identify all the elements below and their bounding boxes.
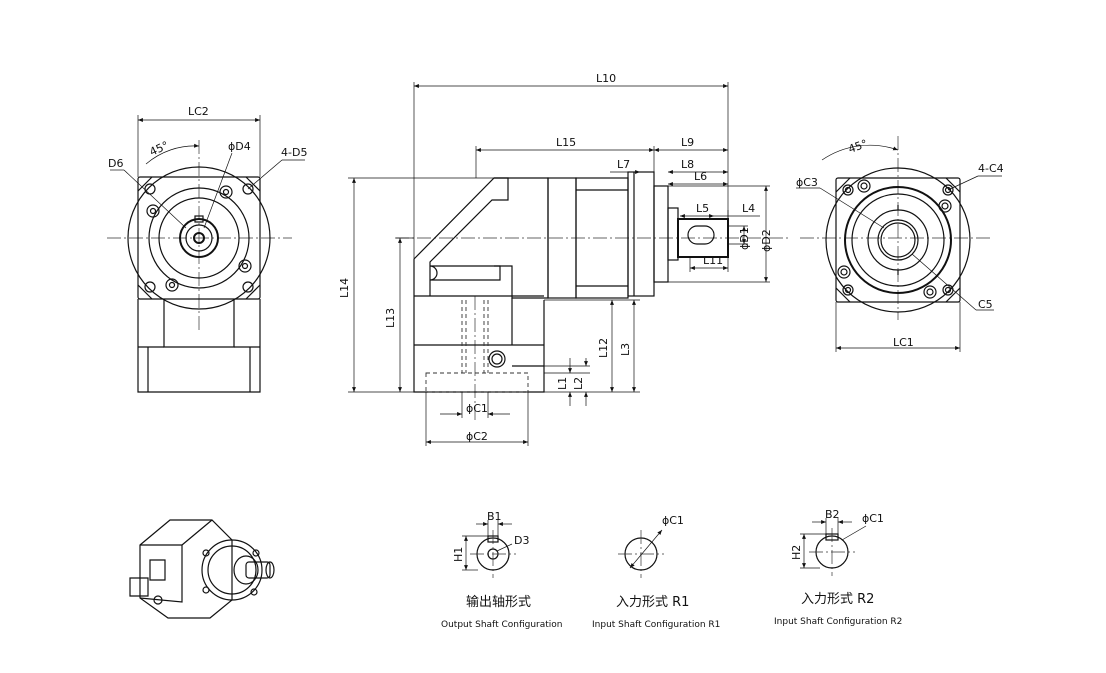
detail-b1: B1	[487, 510, 502, 523]
dim-c1: ϕC1	[466, 402, 488, 415]
dim-angle-input: 45°	[847, 137, 870, 156]
dim-l15: L15	[556, 136, 576, 149]
caption-output-cn: 输出轴形式	[466, 594, 531, 610]
dim-l10: L10	[596, 72, 616, 85]
dim-d2: ϕD2	[760, 229, 773, 252]
detail-h1: H1	[452, 547, 465, 562]
dim-l13: L13	[384, 308, 397, 328]
dim-l9: L9	[681, 136, 694, 149]
output-shaft-detail: B1 H1 D3 输出轴形式 Output Shaft Configuratio…	[441, 510, 563, 630]
dim-c2: ϕC2	[466, 430, 488, 443]
dim-c3: ϕC3	[796, 176, 818, 189]
dim-l12: L12	[597, 338, 610, 358]
caption-r2-en: Input Shaft Configuration R2	[774, 617, 902, 627]
dim-l7: L7	[617, 158, 630, 171]
detail-h2: H2	[790, 545, 803, 560]
dim-d1: ϕD1	[738, 227, 751, 250]
input-r2-detail: B2 H2 ϕC1 入力形式 R2 Input Shaft Configurat…	[774, 508, 902, 627]
detail-b2: B2	[825, 508, 840, 521]
dim-d4: ϕD4	[228, 140, 251, 153]
detail-r2-c1: ϕC1	[862, 512, 884, 525]
gearbox-isometric-sketch	[129, 519, 275, 619]
dim-l2: L2	[572, 377, 585, 390]
dim-c5: C5	[978, 298, 993, 311]
dim-l11: L11	[703, 254, 723, 267]
dim-angle: 45°	[148, 139, 171, 159]
dim-l1: L1	[556, 377, 569, 390]
dim-d6: D6	[108, 157, 123, 170]
detail-d3: D3	[514, 534, 529, 547]
caption-r2-cn: 入力形式 R2	[801, 592, 874, 607]
dim-lc1: LC1	[893, 336, 914, 349]
input-r1-detail: ϕC1 入力形式 R1 Input Shaft Configuration R1	[592, 514, 720, 630]
dim-d5: 4-D5	[281, 146, 307, 159]
caption-output-en: Output Shaft Configuration	[441, 620, 563, 630]
dim-l6: L6	[694, 170, 707, 183]
dim-c4: 4-C4	[978, 162, 1004, 175]
dim-l8: L8	[681, 158, 694, 171]
input-flange-front-view: LC1 45° ϕC3 4-C4 C5	[796, 136, 1004, 352]
dim-l5: L5	[696, 202, 709, 215]
caption-r1-cn: 入力形式 R1	[616, 595, 689, 610]
output-flange-front-view: LC2 45° D6 ϕD4 4-D5	[107, 105, 307, 393]
dim-l3: L3	[619, 343, 632, 356]
dim-l14: L14	[338, 278, 351, 298]
detail-r1-c1: ϕC1	[662, 514, 684, 527]
dim-l4: L4	[742, 202, 755, 215]
dim-lc2: LC2	[188, 105, 209, 118]
gearbox-side-view: L10 L15 L9 L7 L8 L6 L5 L4 ϕD1 ϕD2	[338, 72, 790, 446]
caption-r1-en: Input Shaft Configuration R1	[592, 620, 720, 630]
